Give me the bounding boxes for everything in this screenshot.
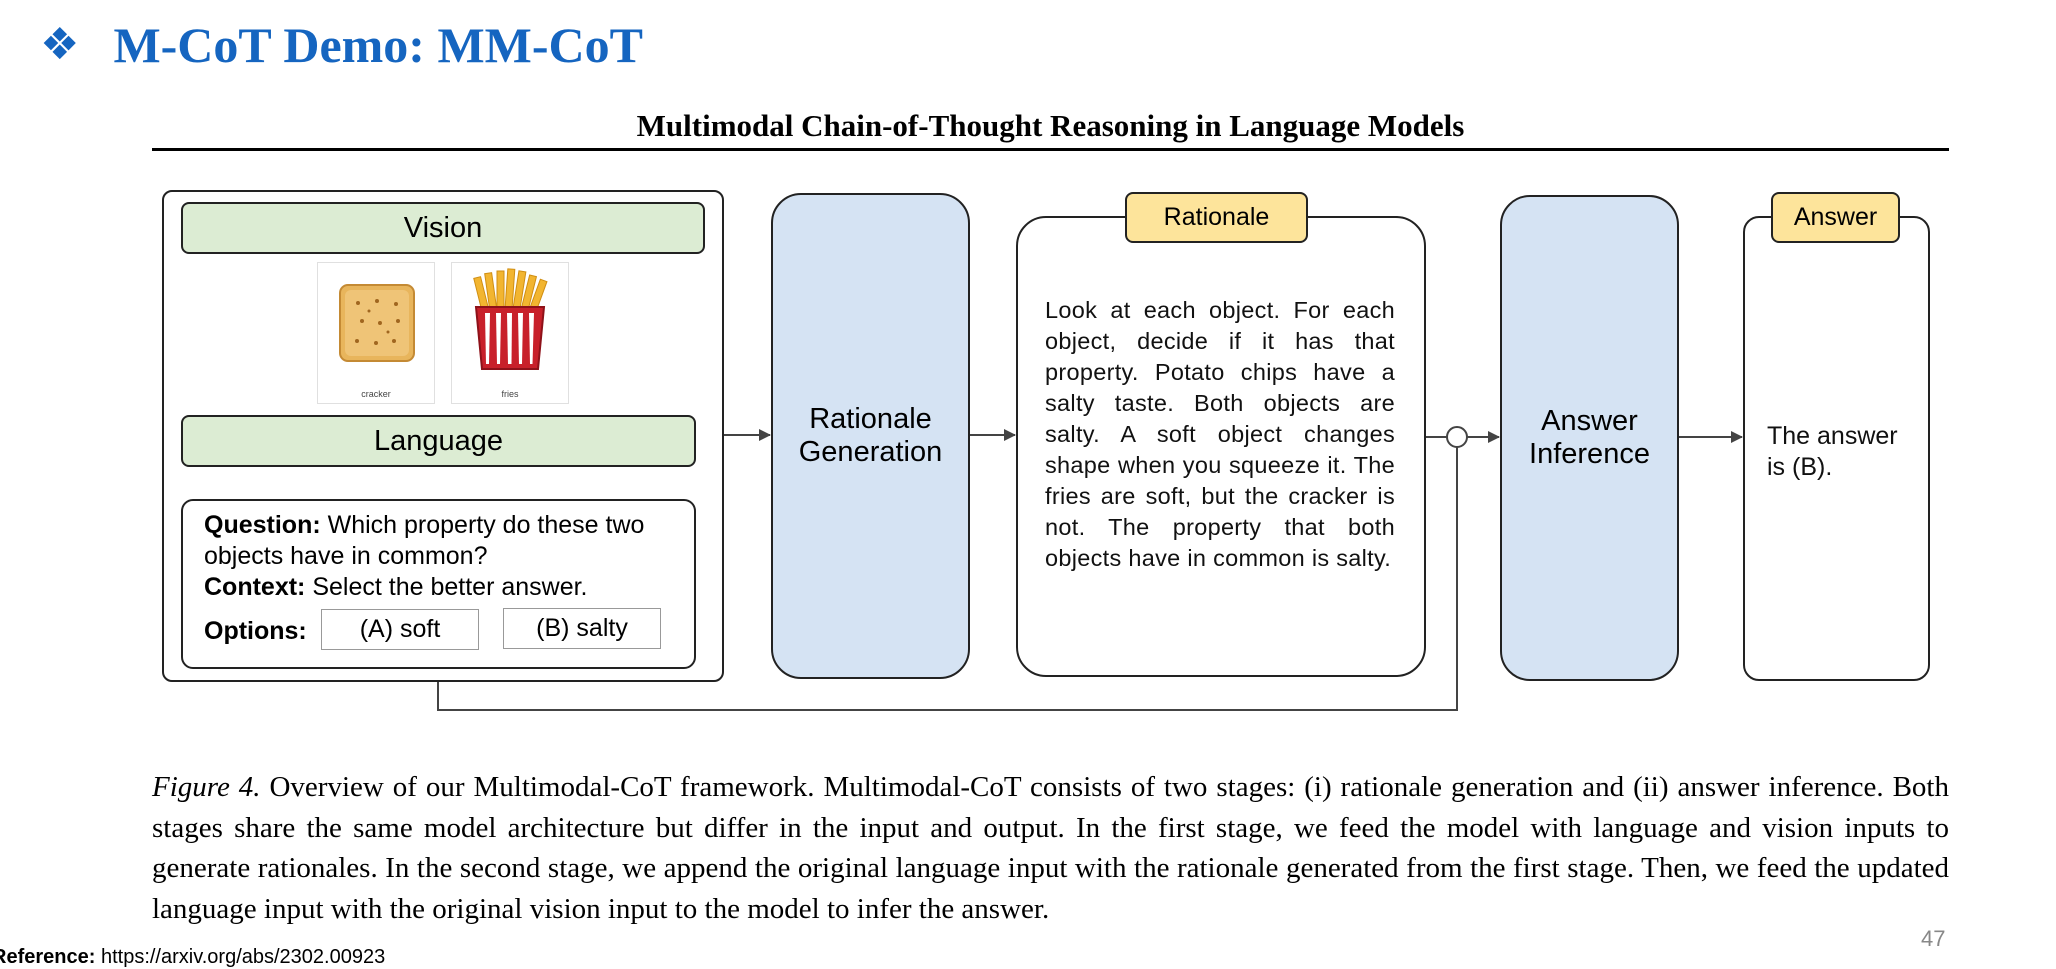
input-panel xyxy=(162,190,724,682)
answer-inference-stage: Answer Inference xyxy=(1500,195,1679,681)
answer-text: The answer is (B). xyxy=(1767,422,1898,481)
language-feedback-line xyxy=(437,447,1458,711)
diamond-bullet-icon: ❖ xyxy=(40,20,80,69)
context-line: Context: Select the better answer. xyxy=(204,573,588,602)
question-text: Which property do these two xyxy=(320,511,645,539)
context-text: Select the better answer. xyxy=(305,573,588,601)
merge-node xyxy=(1446,426,1468,448)
slide-title-text: M-CoT Demo: MM-CoT xyxy=(113,17,643,73)
figure-caption: Figure 4. Overview of our Multimodal-CoT… xyxy=(152,767,1949,929)
question-line-2: objects have in common? xyxy=(204,542,488,570)
figure-caption-text: Overview of our Multimodal-CoT framework… xyxy=(152,771,1949,925)
figure-caption-label: Figure 4. xyxy=(152,771,261,803)
rationale-generation-stage: Rationale Generation xyxy=(771,193,970,679)
reference-label: Reference: xyxy=(0,946,96,968)
rationale-text: Look at each object. For each object, de… xyxy=(1045,297,1395,571)
paper-title: Multimodal Chain-of-Thought Reasoning in… xyxy=(636,108,1465,143)
cracker-image: cracker xyxy=(317,262,435,404)
answer-panel xyxy=(1743,216,1930,681)
cracker-illustration xyxy=(339,284,415,362)
options-label: Options: xyxy=(204,617,307,645)
answer-inference-line1: Answer xyxy=(1541,404,1638,437)
slide-title: ❖ M-CoT Demo: MM-CoT xyxy=(40,10,643,80)
cracker-caption: cracker xyxy=(361,389,391,399)
fries-image: fries xyxy=(451,262,569,404)
language-label: Language xyxy=(181,415,696,467)
fries-caption: fries xyxy=(501,389,519,399)
context-label: Context: xyxy=(204,573,306,601)
rationale-panel xyxy=(1016,216,1426,677)
question-line: Question: Which property do these two xyxy=(204,511,644,540)
title-divider xyxy=(152,148,1949,151)
rationale-generation-line1: Rationale xyxy=(809,402,932,435)
answer-inference-line2: Inference xyxy=(1529,438,1650,470)
option-a: (A) soft xyxy=(321,609,479,650)
question-box: Question: Which property do these two ob… xyxy=(181,499,696,669)
rationale-generation-line2: Generation xyxy=(798,436,943,468)
vision-label: Vision xyxy=(181,202,705,254)
reference-url[interactable]: https://arxiv.org/abs/2302.00923 xyxy=(100,946,386,968)
page-number: 47 xyxy=(1921,926,1946,951)
reference: Reference: https://arxiv.org/abs/2302.00… xyxy=(0,946,385,969)
question-label: Question: xyxy=(204,511,321,539)
option-b: (B) salty xyxy=(503,608,661,649)
answer-tag: Answer xyxy=(1771,192,1900,243)
rationale-tag: Rationale xyxy=(1125,192,1308,243)
fries-illustration xyxy=(473,268,548,370)
